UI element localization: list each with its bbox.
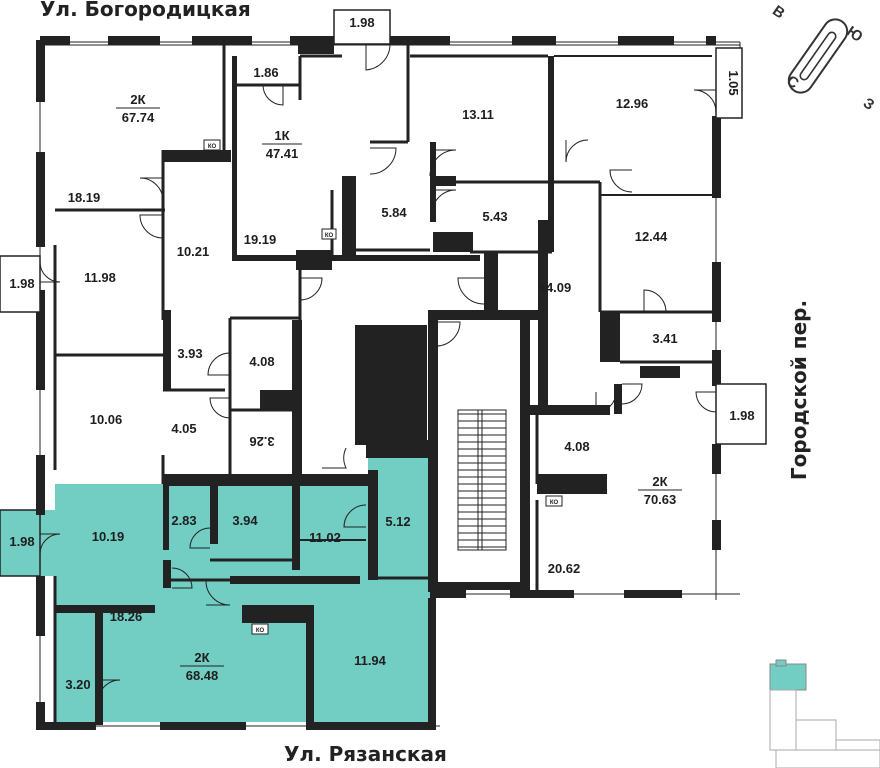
room-area: 18.19 bbox=[68, 190, 101, 205]
outer-walls bbox=[36, 36, 741, 730]
room-labels: 1.98 1.86 18.19 19.19 5.84 13.11 5.43 12… bbox=[9, 15, 754, 692]
ko-label: КО bbox=[550, 500, 559, 506]
staircase bbox=[438, 320, 520, 582]
room-area: 20.62 bbox=[548, 561, 581, 576]
compass-w-label: З bbox=[860, 95, 877, 114]
room-area: 10.21 bbox=[177, 244, 210, 259]
doors bbox=[39, 43, 717, 703]
room-area: 10.06 bbox=[90, 412, 123, 427]
room-area: 3.20 bbox=[65, 677, 90, 692]
room-area: 10.19 bbox=[92, 529, 125, 544]
room-area: 12.96 bbox=[616, 96, 649, 111]
flat-type-n1k: 1К bbox=[274, 128, 289, 143]
room-area: 1.86 bbox=[253, 65, 278, 80]
balconies bbox=[0, 9, 767, 577]
room-area: 4.08 bbox=[249, 354, 274, 369]
street-east-label: Городской пер. bbox=[787, 300, 811, 480]
compass-e-label: В bbox=[769, 2, 788, 22]
room-area: 1.98 bbox=[729, 408, 754, 423]
flat-area-sw: 68.48 bbox=[186, 668, 219, 683]
room-area: 18.26 bbox=[110, 609, 143, 624]
room-area: 2.83 bbox=[171, 513, 196, 528]
room-area: 1.98 bbox=[9, 534, 34, 549]
flat-type-sw: 2К bbox=[194, 650, 209, 665]
compass-n-label: С bbox=[783, 72, 802, 92]
room-area: 13.11 bbox=[462, 107, 494, 122]
ko-label: КО bbox=[256, 628, 265, 634]
flat-area-ne: 70.63 bbox=[644, 492, 677, 507]
room-area: 1.98 bbox=[349, 15, 374, 30]
room-area: 3.94 bbox=[232, 513, 258, 528]
room-area: 11.94 bbox=[354, 653, 387, 668]
room-area: 1.05 bbox=[726, 70, 741, 95]
room-area: 12.44 bbox=[635, 229, 668, 244]
room-area: 4.08 bbox=[564, 439, 589, 454]
room-area: 11.02 bbox=[309, 530, 341, 545]
flat-type-nw: 2К bbox=[130, 92, 145, 107]
room-area: 14.09 bbox=[539, 280, 572, 295]
ko-markers: КО КО КО КО bbox=[203, 139, 563, 635]
ko-label: КО bbox=[325, 233, 334, 239]
flat-type-ne: 2К bbox=[652, 474, 667, 489]
flat-area-nw: 67.74 bbox=[122, 110, 155, 125]
room-area: 5.12 bbox=[385, 514, 410, 529]
interior-walls bbox=[53, 36, 714, 726]
street-north-label: Ул. Богородицкая bbox=[40, 0, 251, 21]
room-area: 4.05 bbox=[171, 421, 196, 436]
site-minimap-icon bbox=[769, 659, 880, 768]
compass-icon: В Ю С З bbox=[769, 2, 877, 114]
room-area: 19.19 bbox=[244, 232, 277, 247]
ko-label: КО bbox=[208, 144, 217, 150]
room-area: 3.93 bbox=[177, 346, 202, 361]
room-area: 3.26 bbox=[249, 434, 274, 449]
room-area: 1.98 bbox=[9, 276, 34, 291]
flat-area-n1k: 47.41 bbox=[266, 146, 299, 161]
flat-labels: 2К 67.74 1К 47.41 2К 70.63 2К 68.48 bbox=[116, 92, 682, 683]
street-south-label: Ул. Рязанская bbox=[284, 742, 447, 766]
room-area: 11.98 bbox=[84, 270, 116, 285]
room-area: 3.41 bbox=[652, 331, 677, 346]
room-area: 5.43 bbox=[482, 209, 507, 224]
room-area: 5.84 bbox=[381, 205, 407, 220]
